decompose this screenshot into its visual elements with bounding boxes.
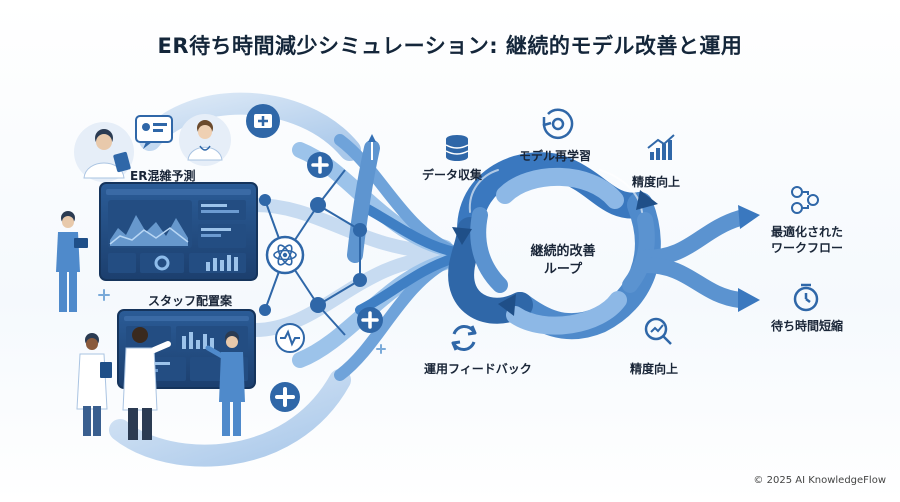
database-icon [445, 135, 469, 161]
workflow-icon [791, 186, 819, 214]
loop-step-accuracy-bottom: 精度向上 [630, 362, 679, 376]
heartbeat-icon [275, 323, 305, 353]
sparkle-plus-icon [98, 289, 386, 354]
page-title: ER待ち時間減少シミュレーション: 継続的モデル改善と運用 [157, 34, 743, 58]
improvement-loop [448, 152, 661, 340]
medical-plus-icon [307, 152, 333, 178]
loop-step-data-collection: データ収集 [422, 168, 483, 182]
loop-center-line2: ループ [543, 262, 583, 277]
medical-team-figures [76, 327, 245, 440]
profile-card-icon [135, 115, 173, 149]
outcome-workflow-line1: 最適化された [770, 225, 843, 239]
outcome-wait-time-label: 待ち時間短縮 [770, 319, 843, 333]
network-graph [259, 169, 367, 336]
staff-placement-label: スタッフ配置案 [148, 294, 233, 308]
loop-step-accuracy-top: 精度向上 [632, 175, 681, 189]
nurse-figure [56, 211, 88, 312]
magnifier-chart-icon [644, 317, 672, 345]
loop-step-feedback: 運用フィードバック [424, 362, 532, 376]
outcome-workflow-line2: ワークフロー [770, 241, 843, 255]
outcome-workflow-label: 最適化された ワークフロー [752, 224, 862, 256]
loop-step-retraining: モデル再学習 [519, 149, 592, 163]
first-aid-kit-icon [246, 104, 280, 138]
er-forecast-label: ER混雑予測 [130, 169, 196, 183]
atom-icon [265, 235, 305, 275]
refresh-icon [451, 325, 477, 351]
doctor-avatar [179, 114, 231, 166]
upward-ribbon [347, 134, 380, 263]
gear-refresh-icon [542, 108, 574, 140]
output-arrowheads [738, 205, 760, 312]
loop-center-line1: 継続的改善 [530, 244, 596, 259]
medical-plus-icon [270, 382, 300, 412]
copyright-notice: © 2025 AI KnowledgeFlow [753, 475, 886, 486]
loop-arrowheads [452, 190, 658, 316]
er-forecast-dashboard [99, 182, 258, 281]
loop-center-label: 継続的改善 ループ [500, 243, 626, 279]
doctor-avatar [74, 122, 134, 182]
bar-chart-up-icon [647, 134, 675, 160]
medical-plus-icon [357, 307, 383, 333]
output-arrows [637, 210, 748, 308]
stopwatch-icon [793, 283, 819, 312]
